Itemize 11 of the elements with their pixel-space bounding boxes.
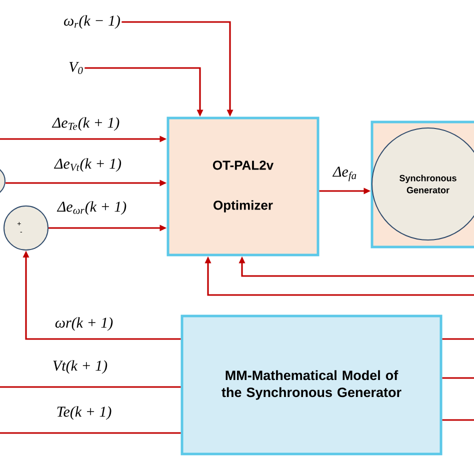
edge-label: Δe$_{Vt}$(k + 1) — [53, 157, 123, 173]
input-label: V$_{0}$ — [69, 62, 83, 74]
model-box: MM-Mathematical Model of the Synchronous Generator — [180, 314, 442, 456]
edge-label: Δe$_{Te}$(k + 1) — [51, 116, 121, 132]
edge-label: ωr(k + 1) — [54, 316, 114, 332]
edge-label: Δe$_{fa}$ — [332, 166, 358, 182]
edge-label: Te(k + 1) — [55, 405, 113, 421]
edge-label: Vt(k + 1) — [51, 359, 109, 375]
edge-label: Δe$_{ωr}$(k + 1) — [56, 200, 128, 216]
optimizer-box: OT-PAL2v Optimizer — [166, 116, 320, 256]
input-label: ω$_{r}$(k − 1) — [64, 15, 120, 29]
